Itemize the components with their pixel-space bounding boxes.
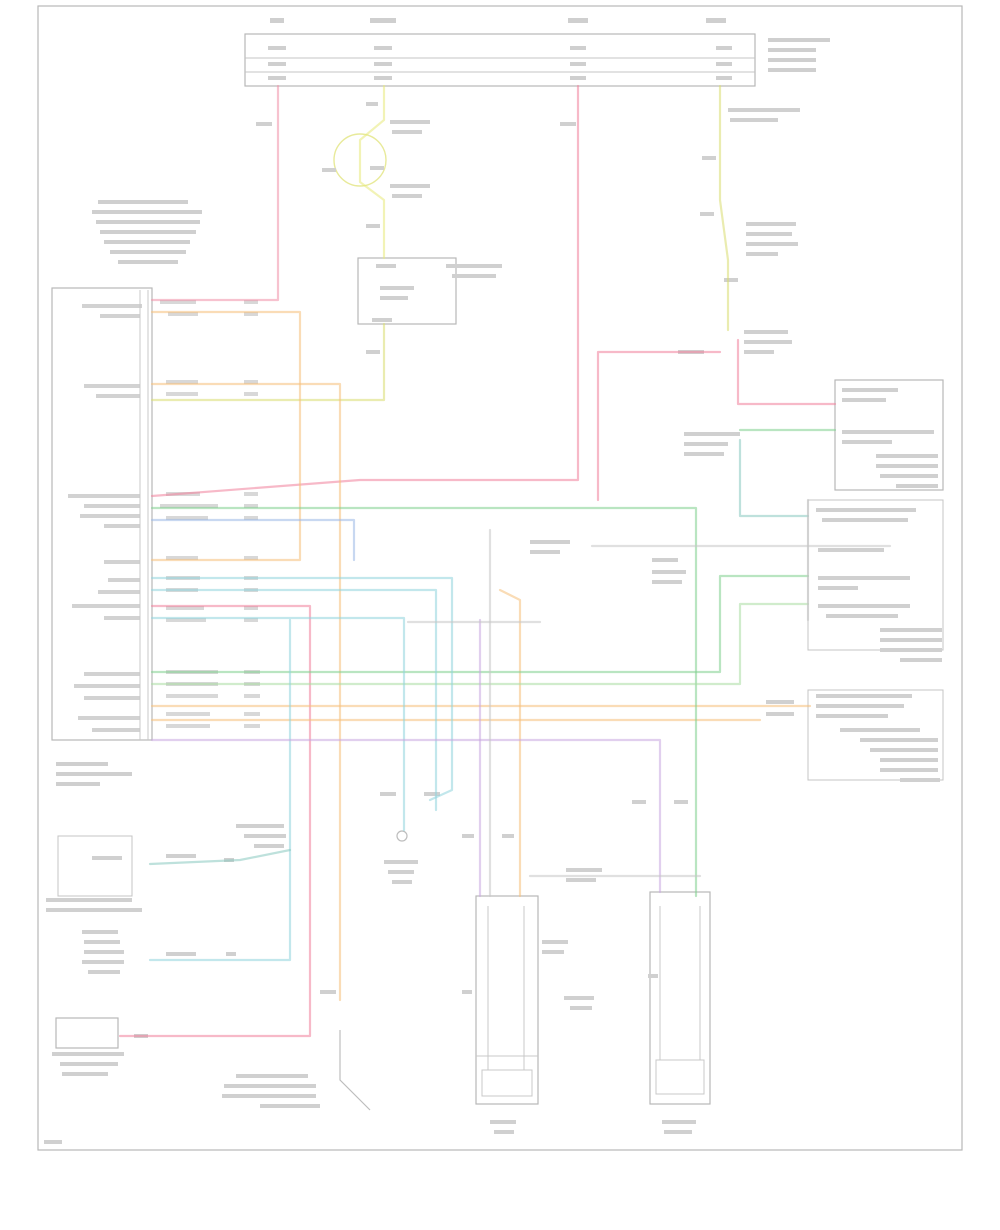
ground-terminal-a bbox=[396, 830, 408, 842]
fuse-labels bbox=[268, 18, 830, 80]
wire-yellow-2 bbox=[150, 322, 386, 402]
wire-green-1 bbox=[150, 506, 698, 898]
connector-labels bbox=[44, 792, 696, 1144]
wire-red-1 bbox=[150, 84, 280, 302]
wire-green-3 bbox=[150, 602, 810, 686]
relay-box-labels bbox=[372, 264, 502, 322]
bottom-left-labels bbox=[46, 824, 286, 974]
lamp-icon bbox=[333, 133, 387, 187]
control-module-pin-labels bbox=[68, 304, 142, 732]
wire-purple bbox=[150, 738, 662, 894]
connector-b bbox=[649, 891, 711, 1105]
relay-box bbox=[357, 257, 457, 325]
wire-yellow bbox=[358, 84, 386, 260]
wire-green-5 bbox=[738, 438, 810, 518]
connector-internal bbox=[476, 906, 705, 1097]
wire-orange-4 bbox=[498, 588, 522, 898]
wire-red-4 bbox=[736, 338, 837, 406]
wire-cyan-2 bbox=[150, 588, 438, 812]
wire-yellowgreen-right bbox=[718, 84, 730, 332]
wire-cyan-3 bbox=[150, 616, 406, 832]
wire-teal-left bbox=[148, 848, 292, 866]
wire-red-2 bbox=[150, 84, 580, 498]
wire-orange-1 bbox=[150, 310, 302, 562]
control-module-title bbox=[56, 200, 202, 786]
control-module-pins bbox=[139, 290, 149, 740]
ground-box bbox=[55, 1017, 119, 1049]
right-module-upper-labels bbox=[684, 388, 938, 488]
right-module-lower-labels bbox=[766, 694, 940, 782]
switch-chain-right bbox=[678, 108, 800, 354]
switch-labels-top bbox=[256, 102, 576, 354]
fuse-block bbox=[244, 33, 756, 87]
wire-cyan-4 bbox=[148, 618, 292, 962]
switch-symbol bbox=[339, 1030, 371, 1111]
ground-box-labels bbox=[52, 1034, 148, 1076]
right-module-upper bbox=[834, 379, 944, 491]
wire-red-3 bbox=[596, 350, 722, 502]
right-module-middle bbox=[807, 499, 944, 651]
wire-cyan-1 bbox=[150, 576, 454, 802]
connector-a bbox=[475, 895, 539, 1105]
wire-color-labels bbox=[160, 300, 260, 728]
right-module-lower bbox=[807, 689, 944, 781]
wire-orange-3 bbox=[150, 382, 342, 1002]
wires bbox=[118, 84, 892, 1038]
right-module-middle-labels bbox=[530, 508, 942, 662]
sensor-box-left bbox=[57, 835, 133, 897]
control-module bbox=[51, 287, 153, 741]
wire-pink-main bbox=[118, 604, 312, 1038]
diagram-frame bbox=[37, 5, 963, 1151]
wire-blue bbox=[150, 518, 356, 562]
fuse-block-dividers bbox=[245, 57, 755, 73]
